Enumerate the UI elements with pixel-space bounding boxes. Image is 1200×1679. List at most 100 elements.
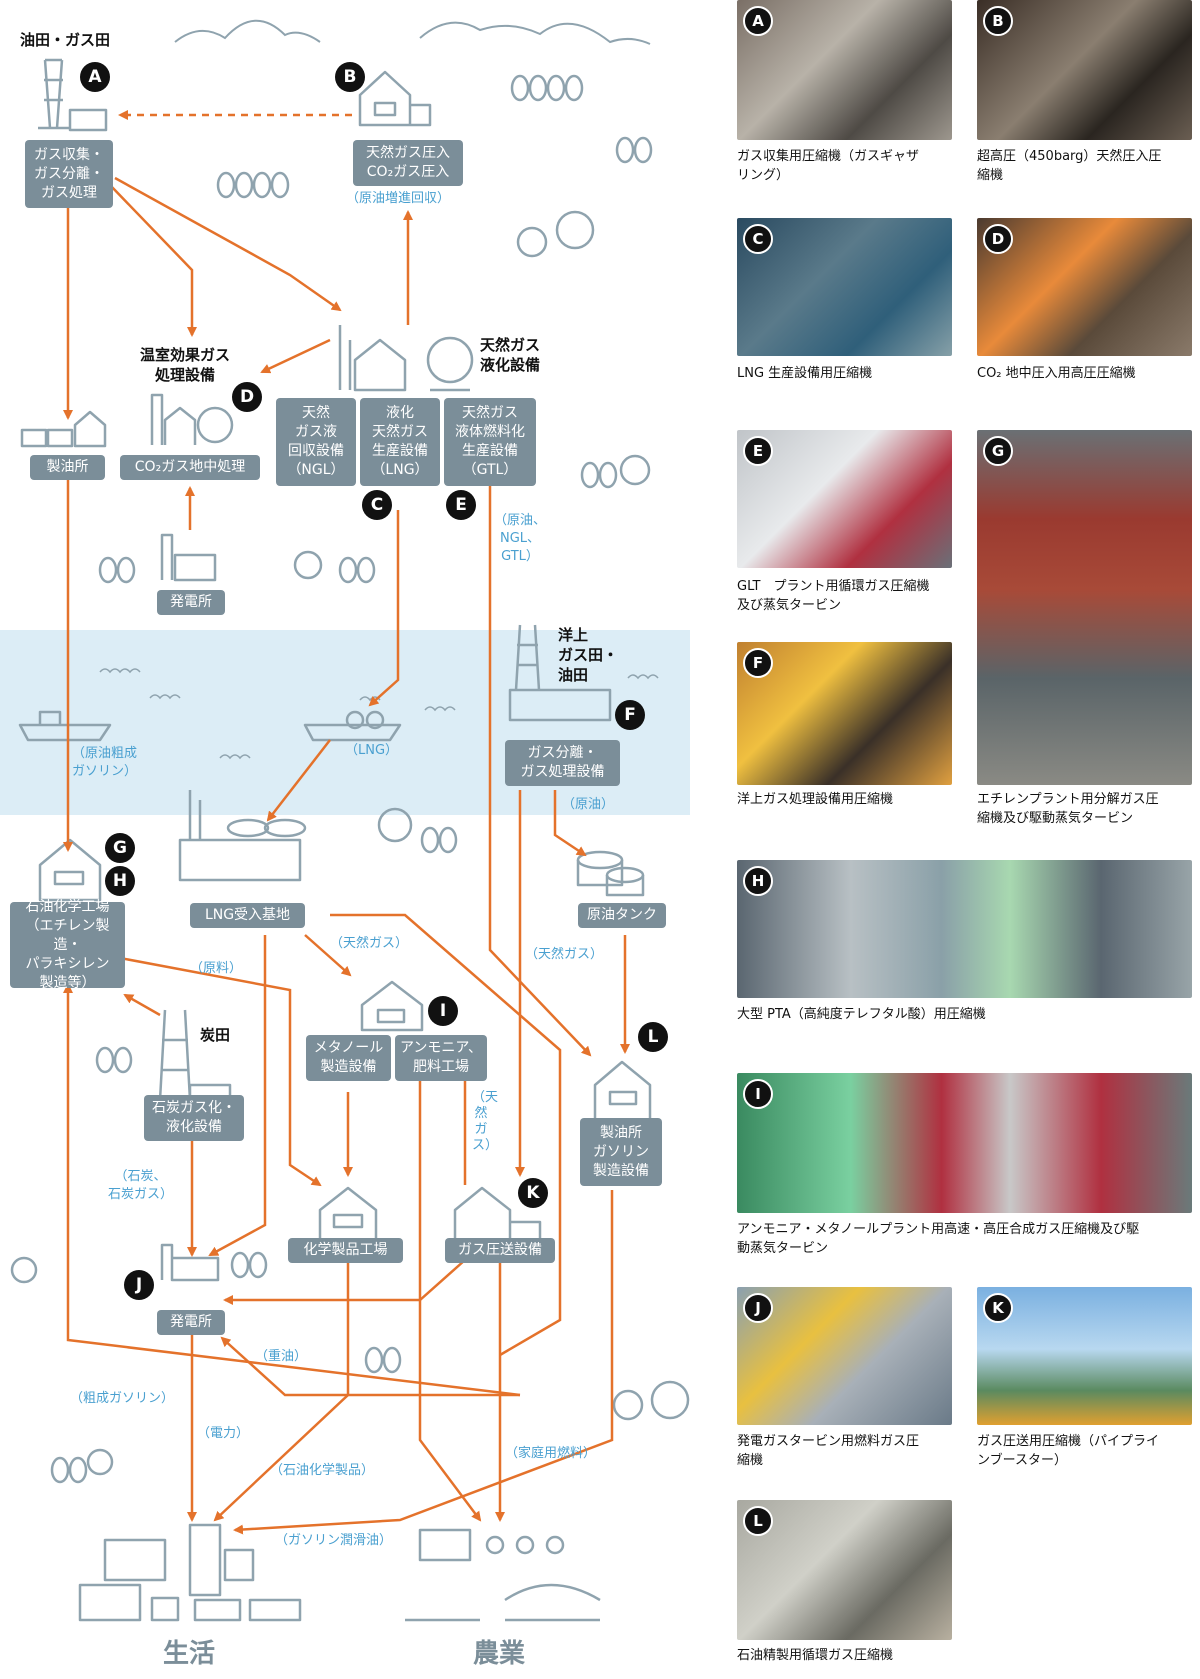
arrow-lng-ship xyxy=(368,510,400,707)
flow-feedstock: （原料） xyxy=(190,961,243,976)
photo-marker-B: B xyxy=(983,6,1013,36)
photo-marker-G: G xyxy=(983,436,1013,466)
arrow-ship-to-terminal xyxy=(266,739,331,822)
flow-petrochem-products: （石油化学製品） xyxy=(270,1463,375,1478)
marker-L: L xyxy=(638,1022,668,1052)
flow-natgas-1: （天然ガス） xyxy=(330,936,409,951)
caption-F: 洋上ガス処理設備用圧縮機 xyxy=(737,792,894,807)
photo-marker-F: F xyxy=(743,648,773,678)
marker-F: F xyxy=(615,700,645,730)
box-offshore-process: ガス分離・ ガス処理設備 xyxy=(505,740,620,786)
flow-household-fuel: （家庭用燃料） xyxy=(505,1446,597,1461)
arrow-terminal-to-power xyxy=(208,935,267,1257)
arrow-heavy-oil xyxy=(220,1336,520,1397)
flow-lng: （LNG） xyxy=(345,743,399,758)
photo-marker-D: D xyxy=(983,224,1013,254)
box-refinery-top: 製油所 xyxy=(30,455,105,480)
farm-icon xyxy=(405,1528,601,1622)
flow-eor: （原油増進回収） xyxy=(346,191,451,206)
marker-J: J xyxy=(124,1270,154,1300)
flow-crude-ngl-gtl: （原油、 NGL、 GTL） xyxy=(494,513,547,564)
arrow-gas-to-power xyxy=(223,1259,466,1305)
box-petrochem: 石油化学工場 （エチレン製造・ パラキシレン 製造等） xyxy=(10,899,125,991)
photo-marker-L: L xyxy=(743,1506,773,1536)
flow-crude-gasoline-2: （粗成ガソリン） xyxy=(70,1391,175,1406)
photo-F: F xyxy=(737,642,952,785)
city-icon xyxy=(78,1523,302,1622)
arrow-terminal-to-methanol xyxy=(304,934,352,977)
caption-B: 超高圧（450barg）天然圧入圧 縮機 xyxy=(977,149,1162,183)
box-chem-plant: 化学製品工場 xyxy=(288,1238,403,1263)
arrow-process-to-lng xyxy=(114,176,342,312)
box-refinery-bottom: 製油所 ガソリン 製造設備 xyxy=(580,1118,662,1186)
arrow-process-to-ghg xyxy=(109,184,197,337)
caption-K: ガス圧送用圧縮機（パイプライ ンブースター） xyxy=(977,1434,1160,1468)
box-gtl: 天然ガス 液体燃料化 生産設備 （GTL） xyxy=(444,398,536,486)
marker-K: K xyxy=(518,1178,548,1208)
caption-E: GLT プラント用循環ガス圧縮機 及び蒸気タービン xyxy=(737,579,930,613)
caption-A: ガス収集用圧縮機（ガスギャザ リング） xyxy=(737,149,920,183)
box-power-top: 発電所 xyxy=(157,590,225,615)
marker-H: H xyxy=(105,866,135,896)
arrow-offshore-to-tank xyxy=(553,790,587,857)
photo-marker-K: K xyxy=(983,1293,1013,1323)
box-lng-terminal: LNG受入基地 xyxy=(190,903,305,928)
arrow-ammonia-to-agri xyxy=(418,1070,482,1522)
photo-marker-C: C xyxy=(743,224,773,254)
marker-G: G xyxy=(105,833,135,863)
caption-L: 石油精製用循環ガス圧縮機 xyxy=(737,1648,894,1663)
lng-plant-icon xyxy=(338,325,474,392)
caption-I: アンモニア・メタノールプラント用高速・高圧合成ガス圧縮機及び駆 動蒸気タービン xyxy=(737,1222,1140,1256)
house-icon-chem xyxy=(318,1186,378,1242)
arrow-chem-to-life xyxy=(213,1260,350,1522)
label-offshore-field: 洋上 ガス田・ 油田 xyxy=(558,626,619,684)
label-ghg: 温室効果ガス 処理設備 xyxy=(140,346,231,384)
photo-C: C xyxy=(737,218,952,356)
flow-crude-gasoline: （原油粗成 ガソリン） xyxy=(72,746,138,779)
box-coal-gas: 石炭ガス化・ 液化設備 xyxy=(144,1095,244,1141)
house-icon-methanol xyxy=(360,980,424,1032)
box-gas-transmission: ガス圧送設備 xyxy=(445,1238,555,1263)
box-lng-production: 液化 天然ガス 生産設備 （LNG） xyxy=(360,398,440,486)
arrow-crude-gasoline-back xyxy=(63,983,521,1397)
photo-H: H xyxy=(737,860,1192,998)
marker-C: C xyxy=(362,490,392,520)
photo-D: D xyxy=(977,218,1192,356)
lng-ship-icon xyxy=(303,710,402,742)
box-methanol: メタノール 製造設備 xyxy=(306,1035,391,1081)
photo-marker-A: A xyxy=(743,6,773,36)
photo-B: B xyxy=(977,0,1192,140)
photo-I: I xyxy=(737,1073,1192,1213)
mountain-right xyxy=(419,21,651,45)
flow-coal: （石炭、 石炭ガス） xyxy=(108,1169,174,1202)
box-injection: 天然ガス圧入 CO₂ガス圧入 xyxy=(353,140,463,186)
photo-A: A xyxy=(737,0,952,140)
arrow-coal-to-petrochem xyxy=(123,993,161,1017)
marker-B: B xyxy=(335,62,365,92)
photo-K: K xyxy=(977,1287,1192,1425)
factory-icon-power xyxy=(160,1243,220,1282)
box-co2-storage: CO₂ガス地中処理 xyxy=(120,455,260,480)
arrow-gtl-down xyxy=(488,485,592,1057)
box-ammonia: アンモニア、 肥料工場 xyxy=(395,1035,487,1081)
arrow-refinery-to-life xyxy=(233,1190,614,1535)
photo-marker-J: J xyxy=(743,1293,773,1323)
marker-D: D xyxy=(232,382,262,412)
box-ngl: 天然 ガス液 回収設備 （NGL） xyxy=(276,398,356,486)
arrow-petrochem-to-chem xyxy=(119,956,322,1187)
caption-J: 発電ガスタービン用燃料ガス圧 縮機 xyxy=(737,1434,920,1468)
offshore-derrick-icon xyxy=(508,624,612,722)
marker-E: E xyxy=(446,490,476,520)
flow-natgas-2: （天然ガス） xyxy=(525,947,604,962)
factory-icon xyxy=(160,533,217,582)
house-icon xyxy=(358,70,432,127)
house-icon-petrochem xyxy=(38,838,102,902)
tree-icons xyxy=(10,74,690,1484)
label-coal-field: 炭田 xyxy=(200,1026,231,1044)
caption-C: LNG 生産設備用圧縮機 xyxy=(737,366,873,381)
label-lng-facility: 天然ガス 液化設備 xyxy=(480,336,541,374)
flow-natgas-vertical: （天然ガス） xyxy=(472,1090,499,1153)
photo-marker-E: E xyxy=(743,436,773,466)
arrow-lng-to-ghg xyxy=(260,338,331,374)
